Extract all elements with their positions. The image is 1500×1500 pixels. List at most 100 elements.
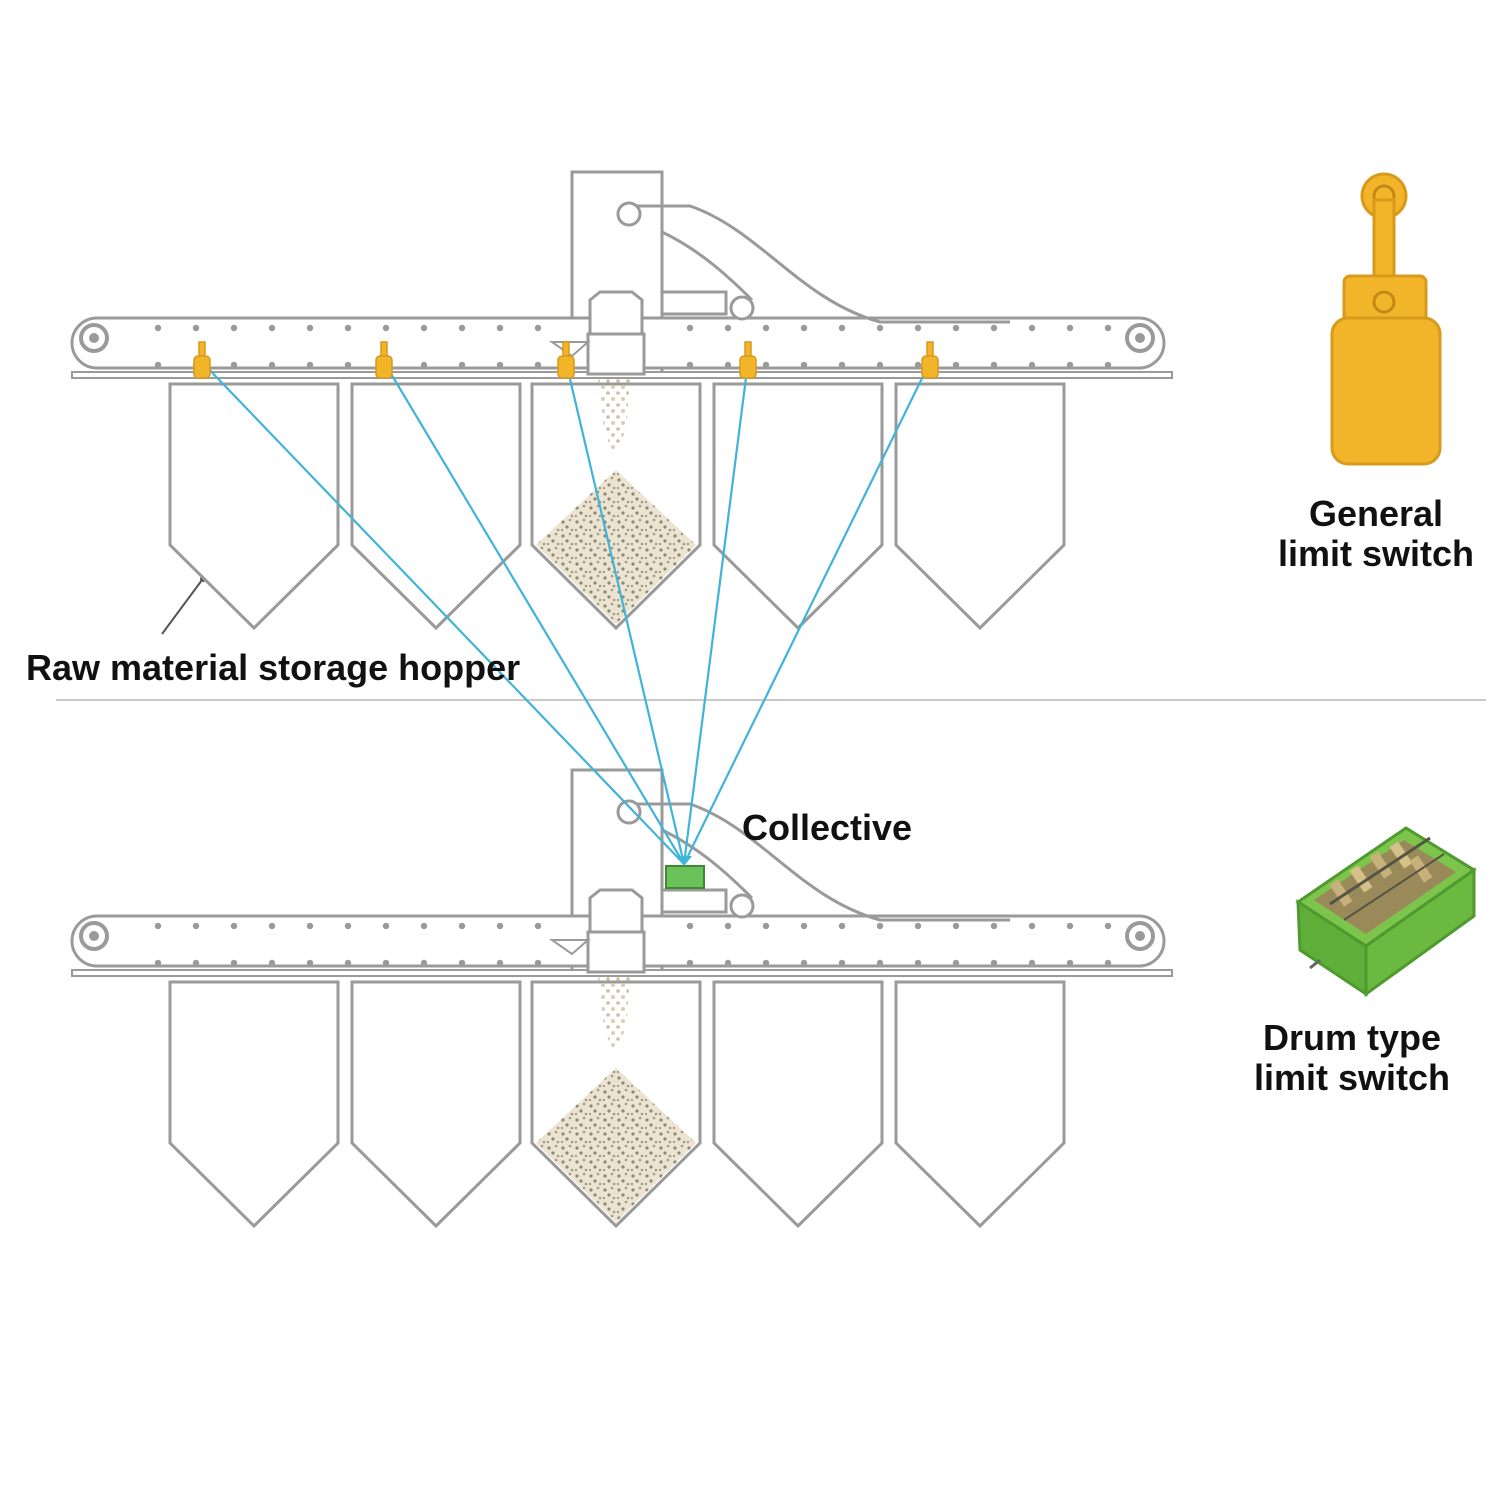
small-limit-switch-body xyxy=(739,355,757,379)
small-limit-switch-icon xyxy=(921,341,939,379)
belt-hole xyxy=(724,361,732,369)
belt-hole xyxy=(306,324,314,332)
general-limit-switch-label-line1: General xyxy=(1308,493,1444,534)
belt-hole xyxy=(914,959,922,967)
belt-hole xyxy=(990,324,998,332)
belt-hole xyxy=(230,922,238,930)
belt-hole xyxy=(496,959,504,967)
belt-hole xyxy=(230,324,238,332)
belt-hole xyxy=(686,361,694,369)
belt-hole xyxy=(192,959,200,967)
belt-hole xyxy=(686,922,694,930)
belt-hole xyxy=(382,324,390,332)
belt-hole xyxy=(154,959,162,967)
belt-hole xyxy=(382,922,390,930)
small-limit-switch-body xyxy=(557,355,575,379)
belt-hole xyxy=(762,324,770,332)
belt-hole xyxy=(458,324,466,332)
belt-hole xyxy=(534,324,542,332)
belt-hole xyxy=(762,959,770,967)
belt-hole xyxy=(876,324,884,332)
belt-hole xyxy=(268,324,276,332)
signal-line xyxy=(682,361,750,865)
belt-hole xyxy=(1104,324,1112,332)
signal-line xyxy=(383,361,685,865)
belt-hole xyxy=(1028,361,1036,369)
belt-hole xyxy=(420,922,428,930)
belt-hole xyxy=(458,959,466,967)
belt-hole xyxy=(1028,922,1036,930)
belt-hole xyxy=(724,922,732,930)
belt-hole xyxy=(344,324,352,332)
belt-hole xyxy=(534,959,542,967)
small-limit-switch-body xyxy=(375,355,393,379)
belt-hole xyxy=(496,922,504,930)
bottom-conveyor-section xyxy=(70,768,1174,1228)
belt-hole xyxy=(914,324,922,332)
belt-hole xyxy=(1028,959,1036,967)
belt-hole xyxy=(876,361,884,369)
small-limit-switch-body xyxy=(921,355,939,379)
belt-hole xyxy=(1028,324,1036,332)
belt-hole xyxy=(534,922,542,930)
belt-hole xyxy=(268,959,276,967)
belt-hole xyxy=(458,922,466,930)
belt-hole xyxy=(1066,922,1074,930)
belt-hole xyxy=(800,324,808,332)
belt-hole xyxy=(990,922,998,930)
belt-hole xyxy=(1066,959,1074,967)
signal-line xyxy=(201,361,685,865)
belt-hole xyxy=(838,324,846,332)
general-limit-switch-label-line2: limit switch xyxy=(1277,533,1475,574)
small-limit-switch-lever xyxy=(744,341,752,357)
belt-hole xyxy=(306,959,314,967)
hopper-label: Raw material storage hopper xyxy=(26,647,521,688)
collective-box xyxy=(665,865,705,889)
belt-hole xyxy=(762,922,770,930)
belt-hole xyxy=(230,361,238,369)
belt-hole xyxy=(496,324,504,332)
belt-hole xyxy=(914,922,922,930)
small-limit-switch-lever xyxy=(562,341,570,357)
small-limit-switch-body xyxy=(193,355,211,379)
belt-hole xyxy=(952,361,960,369)
small-limit-switch-lever xyxy=(198,341,206,357)
belt-hole xyxy=(420,959,428,967)
belt-hole xyxy=(306,922,314,930)
roller-lever-limit-switch-icon xyxy=(1330,172,1442,466)
collective-label: Collective xyxy=(742,807,913,848)
belt-hole xyxy=(800,361,808,369)
belt-hole xyxy=(192,324,200,332)
belt-hole xyxy=(990,959,998,967)
belt-hole xyxy=(306,361,314,369)
belt-hole xyxy=(496,361,504,369)
belt-hole xyxy=(382,959,390,967)
belt-hole xyxy=(914,361,922,369)
belt-hole xyxy=(344,959,352,967)
belt-hole xyxy=(154,361,162,369)
belt-hole xyxy=(952,324,960,332)
belt-hole xyxy=(876,922,884,930)
belt-hole xyxy=(1066,324,1074,332)
limit-switches xyxy=(193,341,939,379)
drum-limit-switch-label-line1: Drum type xyxy=(1262,1017,1442,1058)
belt-hole xyxy=(686,959,694,967)
belt-hole xyxy=(1104,361,1112,369)
belt-hole xyxy=(990,361,998,369)
belt-hole xyxy=(724,324,732,332)
belt-hole xyxy=(344,361,352,369)
drum-limit-switch-label-line2: limit switch xyxy=(1253,1057,1451,1098)
belt-hole xyxy=(876,959,884,967)
belt-hole xyxy=(838,922,846,930)
small-limit-switch-lever xyxy=(926,341,934,357)
belt-hole xyxy=(420,324,428,332)
small-limit-switch-icon xyxy=(375,341,393,379)
belt-hole xyxy=(838,959,846,967)
signal-lines xyxy=(201,361,931,866)
general-limit-switch-label: General limit switch xyxy=(1256,494,1496,574)
belt-hole xyxy=(458,361,466,369)
signal-line xyxy=(564,361,686,865)
belt-hole xyxy=(1104,922,1112,930)
